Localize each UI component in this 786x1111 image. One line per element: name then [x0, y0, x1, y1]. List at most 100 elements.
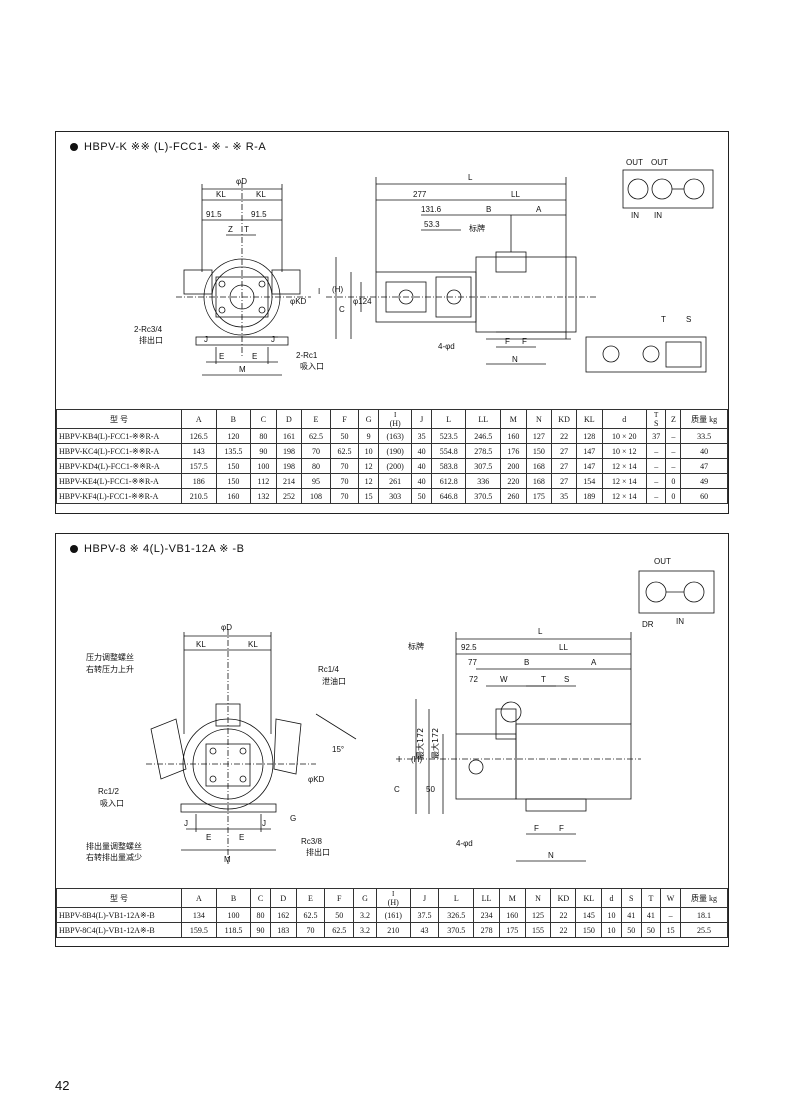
table-cell: 90 [250, 922, 271, 938]
circuit-in-1: IN [631, 211, 639, 220]
label-c: C [394, 785, 400, 794]
cell-model: HBPV-KE4(L)-FCC1-※※R-A [56, 473, 182, 489]
table-cell: 10 [601, 922, 622, 938]
table-cell: 127 [525, 428, 553, 444]
table-cell: (190) [377, 443, 413, 459]
table-cell: 112 [250, 473, 277, 489]
table-cell: 41 [620, 907, 642, 923]
page-number: 42 [55, 1078, 70, 1093]
label-j-1: J [184, 819, 188, 828]
label-f-2: F [559, 824, 564, 833]
label-t-side: T [661, 315, 666, 324]
label-j-2: J [262, 819, 266, 828]
th-a: A [181, 409, 217, 429]
circuit-out: OUT [654, 557, 671, 566]
label-rc38: Rc3/8 [301, 837, 322, 846]
dimension-drawing-k: φD KL KL 91.5 91.5 Z T L 277 LL 131.6 B … [134, 158, 714, 376]
table-cell: 336 [465, 473, 502, 489]
th-n: N [525, 409, 553, 429]
table-cell: 183 [269, 922, 297, 938]
th-j: J [409, 888, 440, 908]
table-cell: 326.5 [438, 907, 475, 923]
table-cell: 62.5 [295, 907, 326, 923]
circuit-out-2: OUT [651, 158, 668, 167]
table-cell: 40 [411, 473, 432, 489]
bullet-icon [70, 545, 78, 554]
th-ll: LL [473, 888, 500, 908]
table-cell: 128 [576, 428, 603, 444]
label-f-1: F [534, 824, 539, 833]
table-cell: 27 [551, 443, 578, 459]
table-cell: 70 [295, 922, 326, 938]
label-kl-2: KL [248, 640, 258, 649]
th-d: D [269, 888, 297, 908]
label-m: M [239, 365, 246, 374]
label-277: 277 [413, 190, 427, 199]
cell-model: HBPV-KC4(L)-FCC1-※※R-A [56, 443, 182, 459]
th-g: G [353, 888, 377, 908]
table-cell: 200 [500, 458, 527, 474]
th-c: C [250, 888, 271, 908]
table-cell: 50 [329, 428, 360, 444]
table-cell: 234 [473, 907, 500, 923]
label-drain: 泄油口 [322, 676, 346, 686]
table-cell: 43 [409, 922, 440, 938]
label-kl-1: KL [196, 640, 206, 649]
label-f-2: F [522, 337, 527, 346]
table-cell: 12 × 14 [601, 488, 647, 504]
table-cell: 25.5 [679, 922, 729, 938]
cell-model: HBPV-KF4(L)-FCC1-※※R-A [56, 488, 182, 504]
th-l: L [430, 409, 467, 429]
label-a: A [591, 658, 597, 667]
table-cell: 176 [500, 443, 527, 459]
label-i: I [318, 287, 320, 296]
table-cell: 189 [576, 488, 603, 504]
table-cell: 370.5 [438, 922, 475, 938]
th-d: D [275, 409, 303, 429]
table-cell: 22 [550, 922, 577, 938]
th-f: F [324, 888, 355, 908]
table-cell: 162 [269, 907, 297, 923]
table-cell: 80 [250, 428, 277, 444]
table-cell: 0 [665, 473, 682, 489]
label-m: M [224, 855, 231, 864]
bullet-icon [70, 143, 78, 152]
label-j: J [204, 335, 208, 344]
table-cell: 175 [498, 922, 526, 938]
label-50: 50 [426, 785, 435, 794]
table-cell: 145 [575, 907, 603, 923]
table-cell: 40 [680, 443, 728, 459]
circuit-out-1: OUT [626, 158, 643, 167]
table-cell: 62.5 [324, 922, 355, 938]
label-915-a: 91.5 [206, 210, 222, 219]
table-cell: 125 [524, 907, 552, 923]
table-header-row: 型 号 A B C D E F G I(H) J L LL M N KD KL … [56, 409, 728, 429]
table-cell: 35 [411, 428, 432, 444]
label-phikd: φKD [290, 297, 307, 306]
table-cell: 370.5 [465, 488, 502, 504]
table-cell: 150 [215, 458, 252, 474]
label-4phid: 4-φd [438, 342, 455, 351]
table-cell: 40 [411, 458, 432, 474]
cell-model: HBPV-8B4(L)-VB1-12A※-B [56, 907, 182, 923]
label-4phid: 4-φd [456, 839, 473, 848]
th-s: S [620, 888, 642, 908]
table-cell: – [645, 443, 667, 459]
th-mass: 质量 kg [680, 409, 728, 429]
table-cell: 22 [550, 907, 577, 923]
table-cell: 214 [275, 473, 303, 489]
section-title: HBPV-K ※※ (L)-FCC1- ※ - ※ R-A [70, 140, 266, 153]
table-cell: 132 [250, 488, 277, 504]
label-72: 72 [469, 675, 478, 684]
th-n: N [524, 888, 552, 908]
table-cell: 210.5 [181, 488, 217, 504]
label-b: B [486, 205, 491, 214]
label-f: F [505, 337, 510, 346]
label-e-2: E [252, 352, 257, 361]
dimension-drawing-8: φD KL KL 压力调整螺丝 右转压力上升 Rc1/4 泄油口 15° φKD… [86, 557, 715, 864]
table-cell: 50 [411, 488, 432, 504]
table-cell: 198 [275, 443, 303, 459]
